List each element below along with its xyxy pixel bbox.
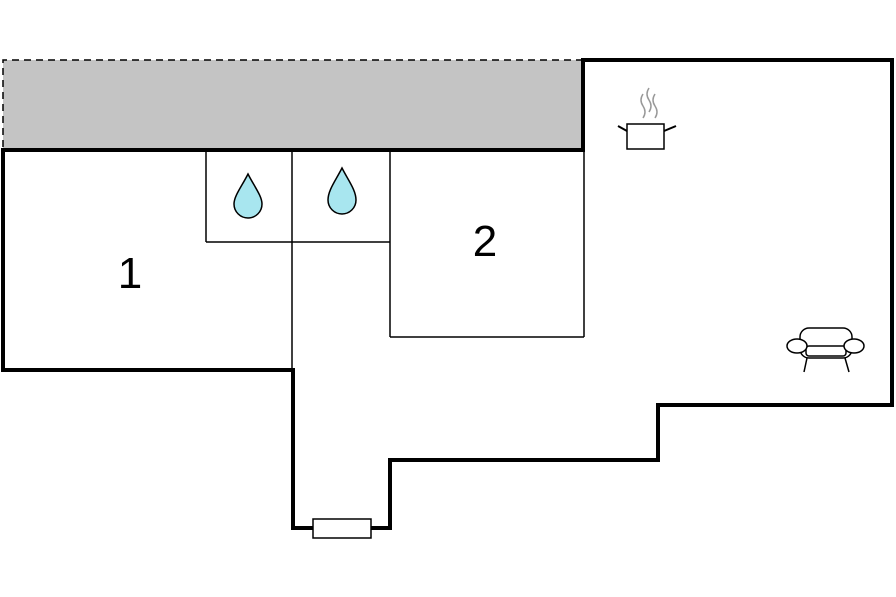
- outer-walls: [1, 58, 894, 530]
- door-icon: [312, 518, 372, 539]
- room-label-2: 2: [473, 217, 497, 266]
- cooking-pot-icon: [617, 87, 677, 150]
- terrace-dashed-edge: [2, 59, 583, 150]
- water-drop-icon: [233, 172, 263, 219]
- sofa-icon: [786, 327, 865, 373]
- water-drop-icon: [327, 166, 357, 215]
- interior-walls: [205, 150, 585, 370]
- room-label-1: 1: [118, 249, 142, 298]
- terrace-area: [3, 60, 583, 150]
